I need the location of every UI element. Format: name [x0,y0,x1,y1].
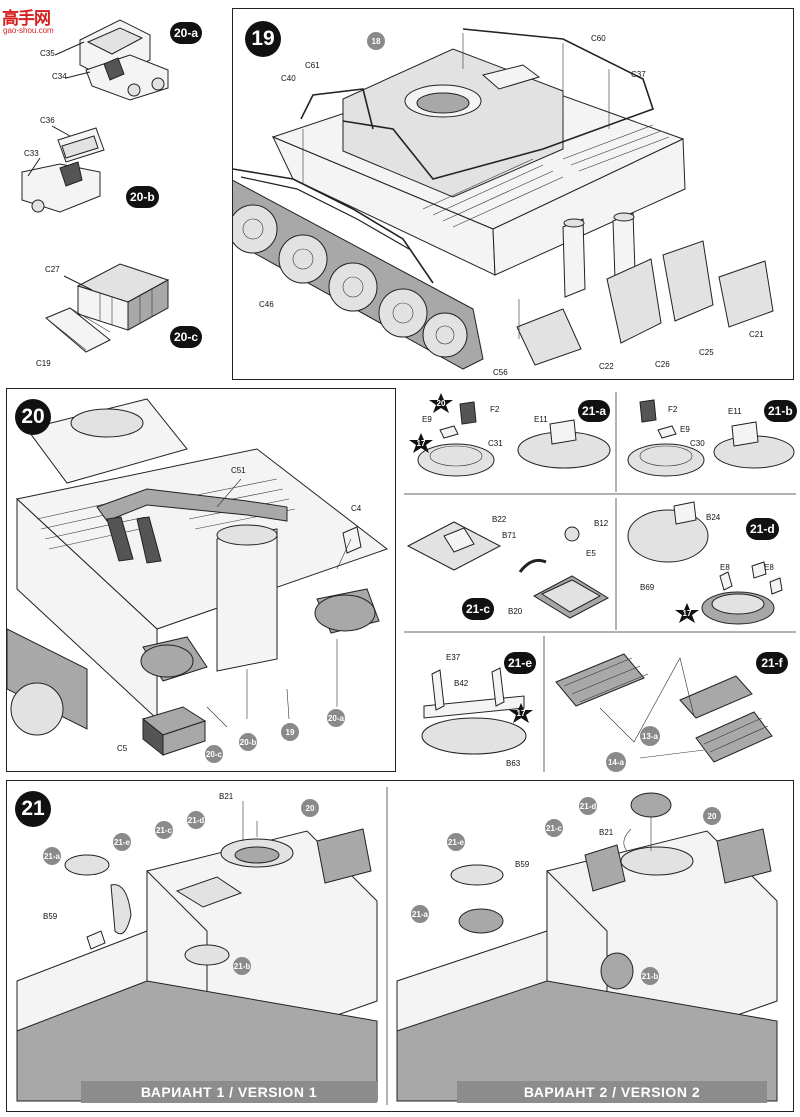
tank-hull-rear-artwork [233,28,774,370]
reference-circle: 20-a [327,709,345,727]
part-label: C37 [631,70,646,79]
star-reference: 20 [428,392,454,414]
subassembly-20-artwork [21,19,170,353]
reference-circle: 21-a [43,847,61,865]
part-label: E8 [764,563,774,572]
part-label: C25 [699,348,714,357]
reference-circle: 14-a [606,752,626,772]
reference-circle: 19 [281,723,299,741]
step-20-panel: 20 C51 C4 C5 19 20-a 20-b 20-c [6,388,396,772]
part-label: B22 [492,515,507,524]
part-label: C4 [351,504,362,513]
part-label: B59 [43,912,58,921]
part-label: C33 [24,149,39,158]
turret-assembly-artwork [16,787,778,1105]
part-label: B69 [640,583,655,592]
part-label: C51 [231,466,246,475]
reference-circle: 21-b [233,957,251,975]
reference-circle: 20-c [205,745,223,763]
version-1-banner: ВАРИАНТ 1 / VERSION 1 [81,1081,377,1103]
watermark-url: gao-shou.com [3,26,54,35]
part-label: C56 [493,368,508,377]
part-label: B59 [515,860,530,869]
part-label: B24 [706,513,721,522]
watermark-cn: 高手网 [2,9,51,29]
subassembly-tag-21-f: 21-f [756,652,788,674]
subassembly-tag-20-b: 20-b [126,186,159,208]
reference-circle: 21-d [187,811,205,829]
part-label: C22 [599,362,614,371]
part-label: C19 [36,359,51,368]
part-label: B63 [506,759,521,768]
part-label: C21 [749,330,764,339]
part-label: C46 [259,300,274,309]
reference-circle: 21-c [155,821,173,839]
part-label: C60 [591,34,606,43]
star-reference: 17 [674,602,700,624]
part-label: C40 [281,74,296,83]
star-reference: 17 [508,702,534,724]
reference-circle: 21-e [447,833,465,851]
reference-circle: 21-a [411,905,429,923]
subassembly-tag-21-d: 21-d [746,518,779,540]
part-label: E37 [446,653,461,662]
part-label: F2 [668,405,678,414]
part-label: C35 [40,49,55,58]
reference-circle: 21-d [579,797,597,815]
subassembly-tag-21-e: 21-e [504,652,537,674]
reference-circle: 18 [367,32,385,50]
subassembly-tag-21-a: 21-a [578,400,611,422]
part-label: B21 [599,828,614,837]
part-label: B21 [219,792,234,801]
star-reference-number: 17 [416,438,426,448]
subassemblies-21-artwork [404,392,796,772]
reference-circle: 20 [703,807,721,825]
subassembly-tag-21-b: 21-b [764,400,797,422]
step-number-21: 21 [15,791,51,827]
part-label: F2 [490,405,500,414]
reference-circle: 20-b [239,733,257,751]
reference-circle: 20 [301,799,319,817]
part-label: B12 [594,519,609,528]
site-watermark-logo: 高手网 gao-shou.com [2,4,74,38]
part-label: C61 [305,61,320,70]
part-label: E11 [728,407,742,416]
part-label: E11 [534,415,548,424]
star-reference-number: 17 [516,708,526,718]
part-label: B71 [502,531,517,540]
subassembly-tag-21-c: 21-c [462,598,495,620]
subassembly-tag-20-a: 20-a [170,22,203,44]
part-label: E9 [680,425,690,434]
engine-deck-artwork [7,398,389,757]
part-label: B42 [454,679,469,688]
step-21-panel: 21 21-a 21-e 21-c 21-d 20 21-b B21 B59 В… [6,780,794,1112]
part-label: E9 [422,415,432,424]
part-label: C27 [45,265,60,274]
part-label: C30 [690,439,705,448]
version-2-banner: ВАРИАНТ 2 / VERSION 2 [457,1081,767,1103]
star-reference: 17 [408,432,434,454]
reference-circle: 13-a [640,726,660,746]
part-label: C26 [655,360,670,369]
reference-circle: 21-b [641,967,659,985]
star-reference-number: 17 [682,608,692,618]
part-label: E8 [720,563,730,572]
part-label: C36 [40,116,55,125]
subassembly-tag-20-c: 20-c [170,326,203,348]
part-label: C5 [117,744,128,753]
step-number-19: 19 [245,21,281,57]
reference-circle: 21-e [113,833,131,851]
part-label: E5 [586,549,596,558]
reference-circle: 21-c [545,819,563,837]
step-number-20: 20 [15,399,51,435]
step-19-panel: 19 18 C60 C37 C61 C40 C46 C56 C22 C26 C2… [232,8,794,380]
star-reference-number: 20 [436,398,446,408]
part-label: B20 [508,607,523,616]
part-label: C31 [488,439,503,448]
part-label: C34 [52,72,67,81]
